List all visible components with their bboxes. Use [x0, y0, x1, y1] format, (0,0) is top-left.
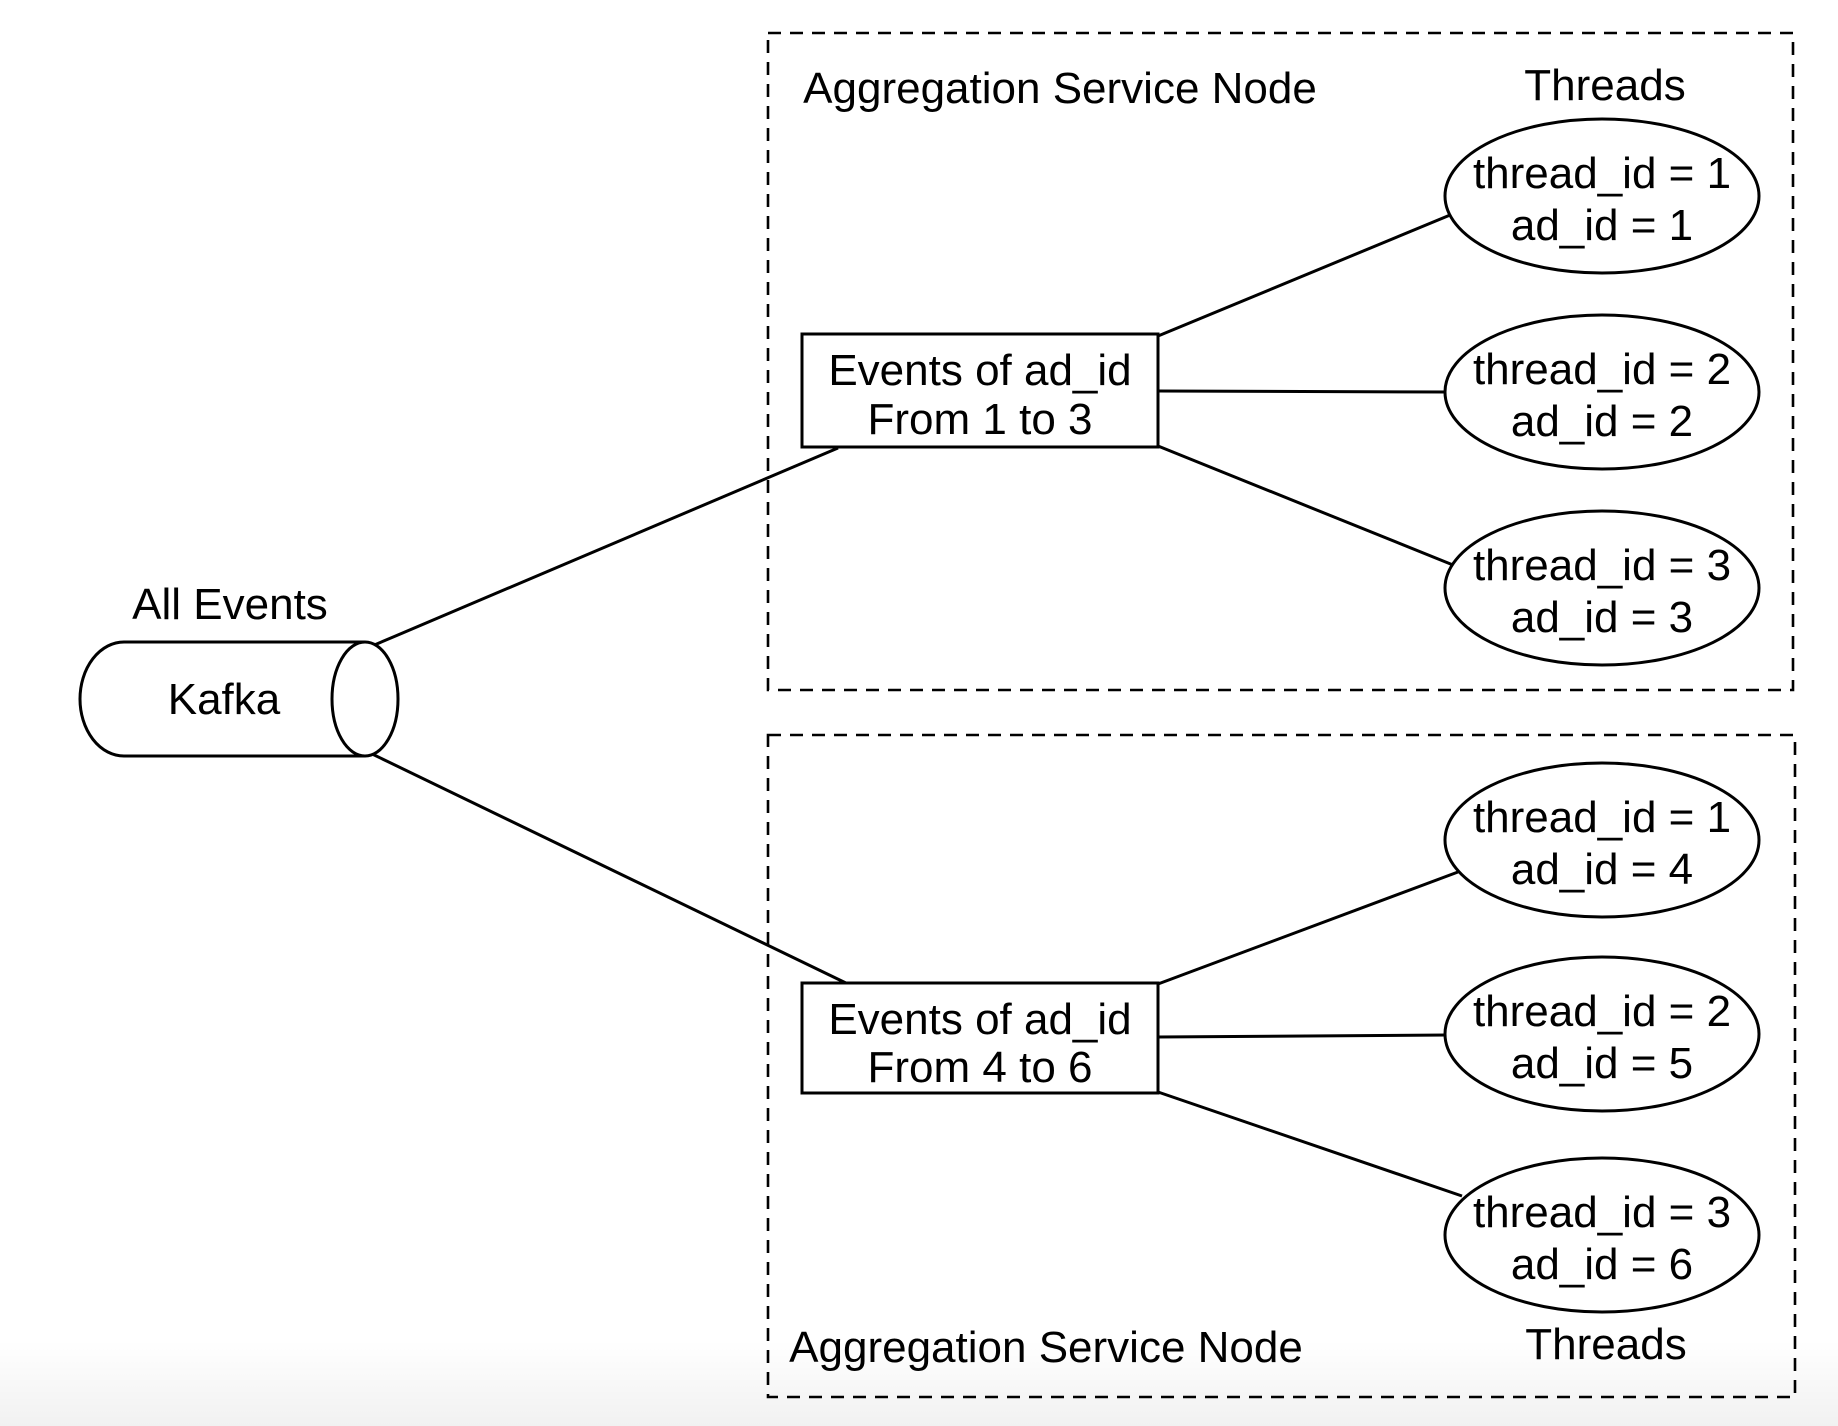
ad-id-label: ad_id = 4	[1511, 845, 1693, 894]
connector-box2-to-thread2	[1157, 1033, 1449, 1039]
ad-id-label: ad_id = 6	[1511, 1240, 1693, 1289]
node2-thread-1: thread_id = 1 ad_id = 4	[1443, 761, 1761, 919]
thread-ellipse	[1443, 509, 1761, 667]
node1-threads-title: Threads	[1524, 61, 1685, 110]
thread-ellipse	[1443, 313, 1761, 471]
thread-ellipse	[1443, 955, 1761, 1113]
connector-box2-to-thread1	[1157, 870, 1459, 986]
node1-title: Aggregation Service Node	[803, 64, 1317, 113]
node1-thread-3: thread_id = 3 ad_id = 3	[1443, 509, 1761, 667]
thread-id-label: thread_id = 2	[1473, 987, 1731, 1036]
node2-thread-2: thread_id = 2 ad_id = 5	[1443, 955, 1761, 1113]
node2-events-box-line2: From 4 to 6	[868, 1043, 1093, 1092]
ad-id-label: ad_id = 3	[1511, 593, 1693, 642]
aggregation-node-2: Events of ad_id From 4 to 6 thread_id = …	[789, 761, 1761, 1372]
connector-kafka-to-box-1	[371, 446, 839, 648]
aggregation-node-1: Aggregation Service Node Threads Events …	[800, 61, 1761, 667]
thread-id-label: thread_id = 1	[1473, 149, 1731, 198]
kafka-cylinder-body	[78, 640, 365, 758]
thread-id-label: thread_id = 3	[1473, 541, 1731, 590]
kafka-node: All Events Kafka	[78, 580, 400, 758]
connector-box1-to-thread3	[1157, 444, 1459, 569]
node1-events-box-line1: Events of ad_id	[828, 346, 1131, 395]
node1-events-box-line2: From 1 to 3	[868, 395, 1093, 444]
kafka-caption: All Events	[132, 580, 328, 629]
ad-id-label: ad_id = 1	[1511, 201, 1693, 250]
thread-ellipse	[1443, 117, 1761, 275]
connector-box2-to-thread3	[1157, 1090, 1463, 1198]
thread-id-label: thread_id = 3	[1473, 1188, 1731, 1237]
thread-id-label: thread_id = 1	[1473, 793, 1731, 842]
thread-ellipse	[1443, 761, 1761, 919]
ad-id-label: ad_id = 2	[1511, 397, 1693, 446]
ad-id-label: ad_id = 5	[1511, 1039, 1693, 1088]
kafka-cylinder-cap	[330, 640, 400, 758]
node2-thread-3: thread_id = 3 ad_id = 6	[1443, 1156, 1761, 1314]
connector-box1-to-thread2	[1157, 389, 1449, 394]
connector-lines	[367, 211, 1463, 1198]
thread-ellipse	[1443, 1156, 1761, 1314]
kafka-label: Kafka	[168, 675, 281, 724]
node2-events-box-line1: Events of ad_id	[828, 995, 1131, 1044]
connector-kafka-to-box-2	[367, 750, 849, 986]
aggregation-node-1-container	[766, 31, 1795, 692]
connector-box1-to-thread1	[1157, 211, 1456, 338]
node1-thread-1: thread_id = 1 ad_id = 1	[1443, 117, 1761, 275]
bottom-edge-shade	[0, 1340, 1838, 1426]
thread-id-label: thread_id = 2	[1473, 345, 1731, 394]
node1-thread-2: thread_id = 2 ad_id = 2	[1443, 313, 1761, 471]
node1-events-box	[800, 332, 1160, 449]
node2-events-box	[800, 981, 1160, 1095]
